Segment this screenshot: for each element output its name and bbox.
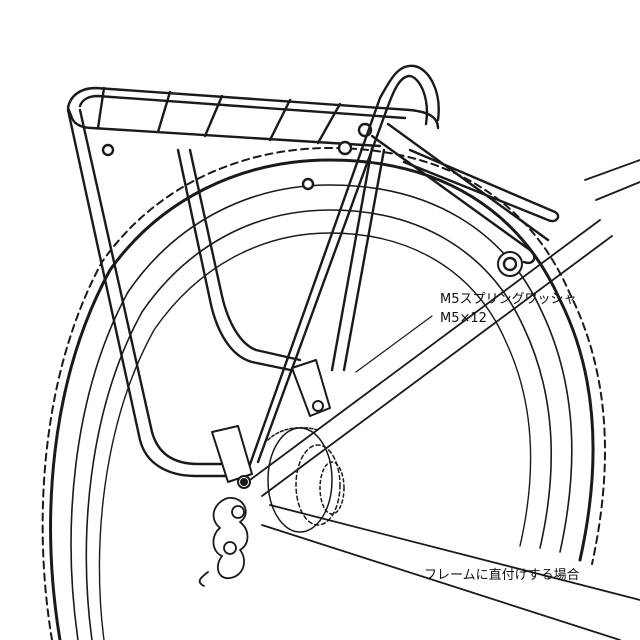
rack-top-rail-inner xyxy=(78,94,407,120)
rack-frame-arm-diag xyxy=(402,148,560,223)
derailleur-cable xyxy=(198,571,209,587)
rack-leg-front-outer xyxy=(66,108,242,478)
cassette-sprocket-small xyxy=(319,461,345,515)
cassette xyxy=(267,427,345,533)
tire-tread-knobs xyxy=(41,147,606,640)
rack-legs xyxy=(66,64,440,478)
derailleur-pulley-lower xyxy=(223,541,237,555)
seat-stay-upper xyxy=(249,219,601,481)
rack-leg-rear-inner xyxy=(256,74,429,464)
label-bolt-size: M5×12 xyxy=(440,311,487,326)
rack-strut-mid-inner xyxy=(188,148,302,362)
caption-frame-direct-mount: フレームに直付けする場合 xyxy=(424,568,580,583)
chain-stay-upper xyxy=(269,504,640,601)
rack-top-rail-outer xyxy=(66,86,440,148)
derailleur-pulley-upper xyxy=(231,505,245,519)
mount-brackets xyxy=(211,359,331,489)
chain-upper xyxy=(267,427,319,441)
derailleur xyxy=(198,497,249,587)
bracket-upper-hole xyxy=(312,400,324,412)
seat-stay-lower xyxy=(261,235,613,497)
rack-slat-4 xyxy=(268,98,292,142)
rack-top-platform xyxy=(66,86,560,277)
rack-slat-1 xyxy=(96,86,106,130)
bracket-bolt xyxy=(240,478,248,486)
rack-slat-5 xyxy=(316,102,342,145)
tire-inner-edge xyxy=(70,184,573,640)
rack-rear-arm-lower xyxy=(386,122,550,242)
rack-platform-bolt-3 xyxy=(101,143,115,157)
bicycle-frame xyxy=(249,159,640,640)
rack-platform-bolt-1 xyxy=(337,140,353,156)
rack-strut-mid-outer xyxy=(176,148,302,374)
tire-tread-outline xyxy=(49,158,595,640)
rack-platform-bolt-4 xyxy=(301,177,315,191)
seat-stay-mount-bolt-head xyxy=(502,256,518,272)
label-leader-line xyxy=(355,315,433,373)
rim-outer xyxy=(85,209,553,640)
rack-strut-diag xyxy=(330,146,386,372)
rack-leg-front-inner xyxy=(78,108,240,466)
seat-tube-stub xyxy=(584,159,640,201)
rack-leg-rear-outer xyxy=(246,64,440,472)
rack-slat-3 xyxy=(203,94,224,138)
chain-stay-lower xyxy=(261,524,621,640)
cassette-sprocket-mid xyxy=(295,444,341,526)
rim-inner xyxy=(98,232,532,640)
wheel xyxy=(41,147,606,640)
bracket-lower-plate xyxy=(211,425,253,483)
rack-slat-2 xyxy=(156,90,172,134)
label-spring-washer: M5スプリングワッシャ xyxy=(440,292,577,307)
rack-rear-arm-upper xyxy=(370,134,536,265)
bracket-upper-plate xyxy=(291,359,331,417)
